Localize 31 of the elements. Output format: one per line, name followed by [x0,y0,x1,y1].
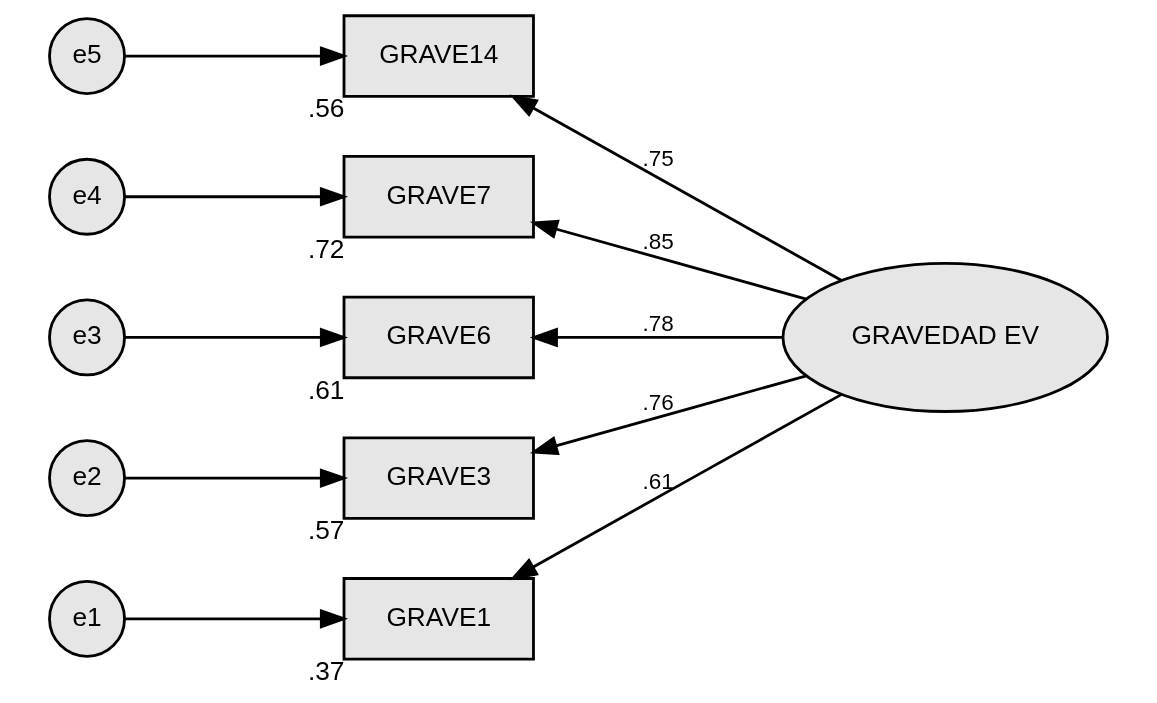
edge-label: .76 [642,389,674,415]
arrow [124,608,349,629]
node-box: GRAVE7 [342,155,535,239]
arrow [124,46,349,66]
arrow [124,186,349,207]
node-label: .61 [307,374,345,405]
node-label: .56 [307,93,345,124]
node-box: GRAVE6 [342,295,535,380]
node-ellipse: GRAVEDAD EV [781,261,1109,413]
node-box: GRAVE3 [342,436,535,520]
arrow [124,468,349,488]
arrow [124,327,349,348]
arrow [529,219,807,301]
node-label: .37 [307,656,345,687]
arrow [509,94,842,282]
node-circle: e1 [48,579,126,658]
node-circle: e2 [48,439,126,518]
arrow [529,374,807,456]
edge-label: .61 [642,468,674,494]
arrow [529,327,783,348]
edge-label: .75 [642,145,674,171]
node-box: GRAVE1 [342,577,535,661]
arrow [509,393,842,581]
node-label: .57 [307,515,345,546]
node-circle: e3 [48,298,126,377]
edge-label: .85 [642,228,674,254]
edge-label: .78 [642,311,674,337]
node-circle: e4 [48,157,126,236]
node-label: .72 [307,234,345,265]
node-box: GRAVE14 [342,14,535,98]
node-circle: e5 [48,17,126,95]
